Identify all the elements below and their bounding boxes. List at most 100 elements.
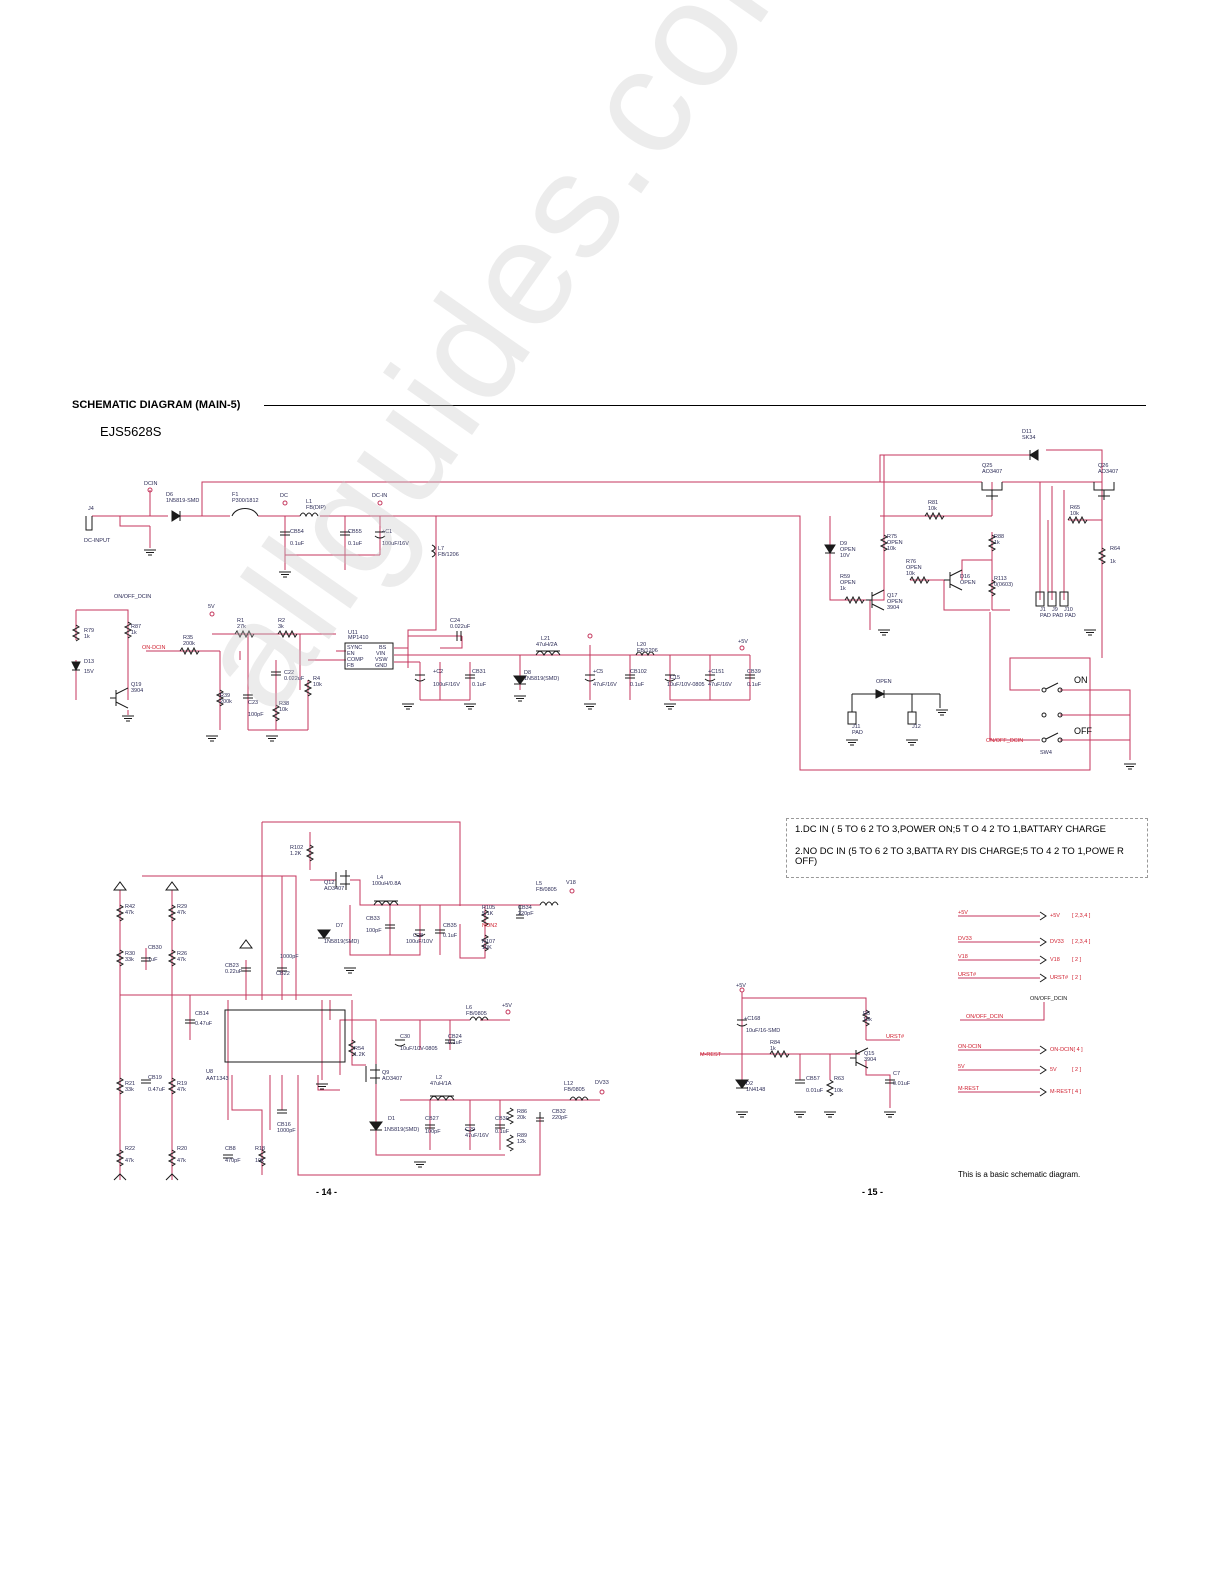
label-r64v: 1k: [1110, 559, 1116, 565]
label-r30v: 33k: [125, 957, 134, 963]
label-c28v: 100uF/10V: [406, 939, 433, 945]
label-r86: R86: [517, 1109, 527, 1115]
label-d7v: 1N5819(SMD): [324, 939, 359, 945]
components: [71, 449, 1115, 1181]
label-c7: C7: [893, 1071, 900, 1077]
label-d11v: SK34: [1022, 435, 1035, 441]
label-r81: R81: [928, 500, 938, 506]
label-dv33: DV33: [595, 1080, 609, 1086]
label-cb19: CB19: [148, 1075, 162, 1081]
page-number-left: - 14 -: [316, 1187, 338, 1197]
switch-on-label: ON: [1074, 675, 1088, 685]
connector-page-ref: [ 2,3,4 ]: [1072, 939, 1091, 945]
component-labels: J4DC-INPUTDCIND61N5819-SMDF1P300/1812DCL…: [84, 429, 1120, 1164]
notes-box: 1.DC IN ( 5 TO 6 2 TO 3,POWER ON;5 T O 4…: [786, 818, 1148, 878]
label-j12: J12: [912, 724, 921, 730]
label-d6: D6: [166, 492, 173, 498]
label-dcin2: DC-IN: [372, 493, 387, 499]
label-r19: R19: [177, 1081, 187, 1087]
label-q17a: OPEN: [887, 599, 903, 605]
label-cb55v: 0.1uF: [348, 541, 363, 547]
label-p5v: +5V: [738, 639, 748, 645]
label-cb27v: 100pF: [425, 1129, 441, 1135]
label-cb102v: 0.1uF: [630, 682, 645, 688]
label-l5v: FB/0805: [536, 887, 557, 893]
label-f1: F1: [232, 492, 238, 498]
title-rule: [264, 405, 1146, 406]
label-l1: L1: [306, 499, 312, 505]
label-d7: D7: [336, 923, 343, 929]
label-r38v: 10k: [279, 707, 288, 713]
label-q25v: AO3407: [982, 469, 1002, 475]
connector-target: 5V: [1050, 1067, 1057, 1073]
label-cb8v: 470pF: [225, 1158, 241, 1164]
label-d6v: 1N5819-SMD: [166, 498, 199, 504]
connector-page-ref: [ 2 ]: [1072, 975, 1082, 981]
label-r38: R38: [279, 701, 289, 707]
label-r5: R5: [863, 1011, 870, 1017]
label-vin: VIN: [376, 651, 385, 657]
label-r76a: OPEN: [906, 565, 922, 571]
connector-source: 5V: [958, 1064, 965, 1070]
label-open: OPEN: [876, 679, 892, 685]
label-r63: R63: [834, 1076, 844, 1082]
label-r20v: 47k: [177, 1158, 186, 1164]
label-r22: R22: [125, 1146, 135, 1152]
label-r76v: 10k: [906, 571, 915, 577]
connector-target: +5V: [1050, 913, 1060, 919]
label-d9: D9: [840, 541, 847, 547]
label-q12v: AO3407: [324, 886, 344, 892]
label-r18: R18: [255, 1146, 265, 1152]
label-q9: Q9: [382, 1070, 389, 1076]
label-c23: C23: [248, 700, 258, 706]
label-q25: Q25: [982, 463, 992, 469]
label-cb39: CB39: [747, 669, 761, 675]
label-c151: +C151: [708, 669, 724, 675]
label-l5: L5: [536, 881, 542, 887]
label-u8v: AAT1343: [206, 1076, 229, 1082]
label-r105: R105: [482, 905, 495, 911]
label-r87v: 1k: [131, 630, 137, 636]
label-c15: C15: [670, 675, 680, 681]
label-u11v: MP1410: [348, 635, 369, 641]
label-c22v: 0.022uF: [284, 676, 305, 682]
label-cb57v: 0.01uF: [806, 1088, 824, 1094]
label-d2: D2: [746, 1081, 753, 1087]
connector-page-ref: [ 2 ]: [1072, 957, 1082, 963]
connector-page-ref: [ 2 ]: [1072, 1067, 1082, 1073]
label-d9a: OPEN: [840, 547, 856, 553]
label-cb24: CB24: [448, 1034, 462, 1040]
label-c168: +C168: [744, 1016, 760, 1022]
label-q19v: 3904: [131, 688, 143, 694]
connector-source: DV33: [958, 936, 972, 942]
label-l6v: FB/0805: [466, 1011, 487, 1017]
label-d1v: 1N5819(SMD): [384, 1127, 419, 1133]
label-l2: L2: [436, 1075, 442, 1081]
label-cb34: CB34: [518, 905, 532, 911]
connector-source: M-REST: [958, 1086, 980, 1092]
label-r105v: 5.1K: [482, 911, 494, 917]
label-l4v: 100uH/0.8A: [372, 881, 401, 887]
connector-page-ref: [ 4 ]: [1072, 1089, 1082, 1095]
label-r39: R39: [220, 693, 230, 699]
label-r81v: 10k: [928, 506, 937, 512]
label-d1: D1: [388, 1116, 395, 1122]
label-cb55: CB55: [348, 529, 362, 535]
label-l12: L12: [564, 1081, 573, 1087]
label-r35: R35: [183, 635, 193, 641]
label-cb30: CB30: [148, 945, 162, 951]
connector-target: ON-DCIN[ 4 ]: [1050, 1047, 1083, 1053]
label-r29: R29: [177, 904, 187, 910]
label-c7v: 0.01uF: [893, 1081, 911, 1087]
page-number-right: - 15 -: [862, 1187, 884, 1197]
label-l20v: FB/1206: [637, 648, 658, 654]
label-q15: Q15: [864, 1051, 874, 1057]
label-l1v: FB(DIP): [306, 505, 326, 511]
label-j9: J9: [1052, 607, 1058, 613]
label-c24v: 0.022uF: [450, 624, 471, 630]
label-c29v: 47uF/16V: [465, 1133, 489, 1139]
label-comp: COMP: [347, 657, 364, 663]
label-cb32v: 220pF: [552, 1115, 568, 1121]
label-u8: U8: [206, 1069, 213, 1075]
